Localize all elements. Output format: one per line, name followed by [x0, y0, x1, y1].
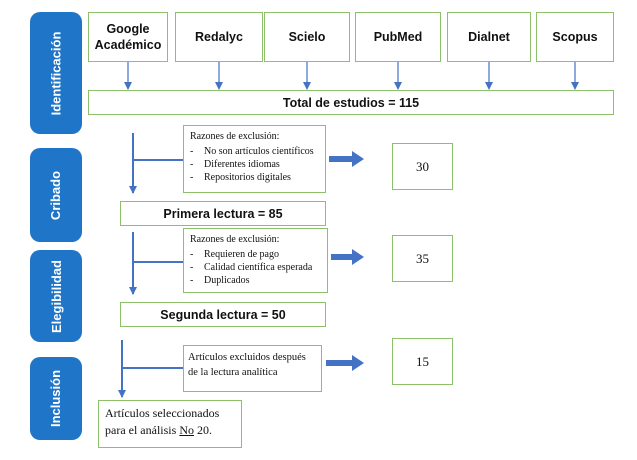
excluded-count: 15	[416, 353, 429, 369]
exclusion-reasons-title: Razones de exclusión:	[190, 234, 280, 245]
excluded-count: 30	[416, 158, 429, 174]
second-reading-label: Segunda lectura = 50	[160, 307, 286, 322]
selected-articles-count: 20.	[193, 423, 212, 437]
source-label: PubMed	[373, 30, 423, 44]
source-label: Redalyc	[195, 30, 243, 44]
exclusion-reasons-list: Requieren de pago Calidad científica esp…	[190, 248, 321, 287]
excluded-count-box-1: 30	[392, 143, 453, 190]
first-reading-box: Primera lectura = 85	[120, 201, 326, 226]
excluded-after-reading-box: Artículos excluidos después de la lectur…	[183, 345, 322, 392]
phase-elegibilidad: Elegibilidad	[30, 250, 82, 342]
exclusion-reason: No son artículos científicos	[190, 145, 319, 158]
excluded-after-reading-label: Artículos excluidos después de la lectur…	[188, 352, 306, 378]
selected-articles-no: No	[179, 423, 194, 437]
source-google-academico: Google Académico	[88, 12, 168, 62]
exclusion-reason: Duplicados	[190, 274, 321, 287]
source-redalyc: Redalyc	[175, 12, 263, 62]
phase-identificacion: Identificación	[30, 12, 82, 134]
exclusion-reasons-list: No son artículos científicos Diferentes …	[190, 145, 319, 184]
excluded-count-box-3: 15	[392, 338, 453, 385]
excluded-count-box-2: 35	[392, 235, 453, 282]
total-studies-label: Total de estudios = 115	[282, 95, 420, 110]
phase-inclusion: Inclusión	[30, 357, 82, 440]
source-label: Scielo	[288, 30, 326, 44]
exclusion-reasons-title: Razones de exclusión:	[190, 131, 280, 142]
exclusion-reason: Calidad científica esperada	[190, 261, 321, 274]
source-scopus: Scopus	[536, 12, 614, 62]
exclusion-reasons-box-2: Razones de exclusión: Requieren de pago …	[183, 228, 328, 293]
exclusion-reasons-box-1: Razones de exclusión: No son artículos c…	[183, 125, 326, 193]
exclusion-reason: Repositorios digitales	[190, 171, 319, 184]
source-dialnet: Dialnet	[447, 12, 531, 62]
source-to-total-arrows	[124, 62, 579, 90]
source-scielo: Scielo	[264, 12, 350, 62]
phase-cribado: Cribado	[30, 148, 82, 242]
source-label: Scopus	[552, 30, 598, 44]
total-studies-box: Total de estudios = 115	[88, 90, 614, 115]
source-label: Google Académico	[94, 22, 162, 52]
source-pubmed: PubMed	[355, 12, 441, 62]
first-reading-label: Primera lectura = 85	[163, 206, 283, 221]
excluded-count: 35	[416, 250, 429, 266]
exclusion-reason: Requieren de pago	[190, 248, 321, 261]
exclusion-reason: Diferentes idiomas	[190, 158, 319, 171]
flow-connectors	[118, 133, 183, 398]
selected-articles-box: Artículos seleccionados para el análisis…	[98, 400, 242, 448]
exclusion-arrows	[326, 151, 364, 371]
second-reading-box: Segunda lectura = 50	[120, 302, 326, 327]
selected-articles-text: Artículos seleccionados para el análisis	[105, 406, 220, 437]
source-label: Dialnet	[468, 30, 510, 44]
